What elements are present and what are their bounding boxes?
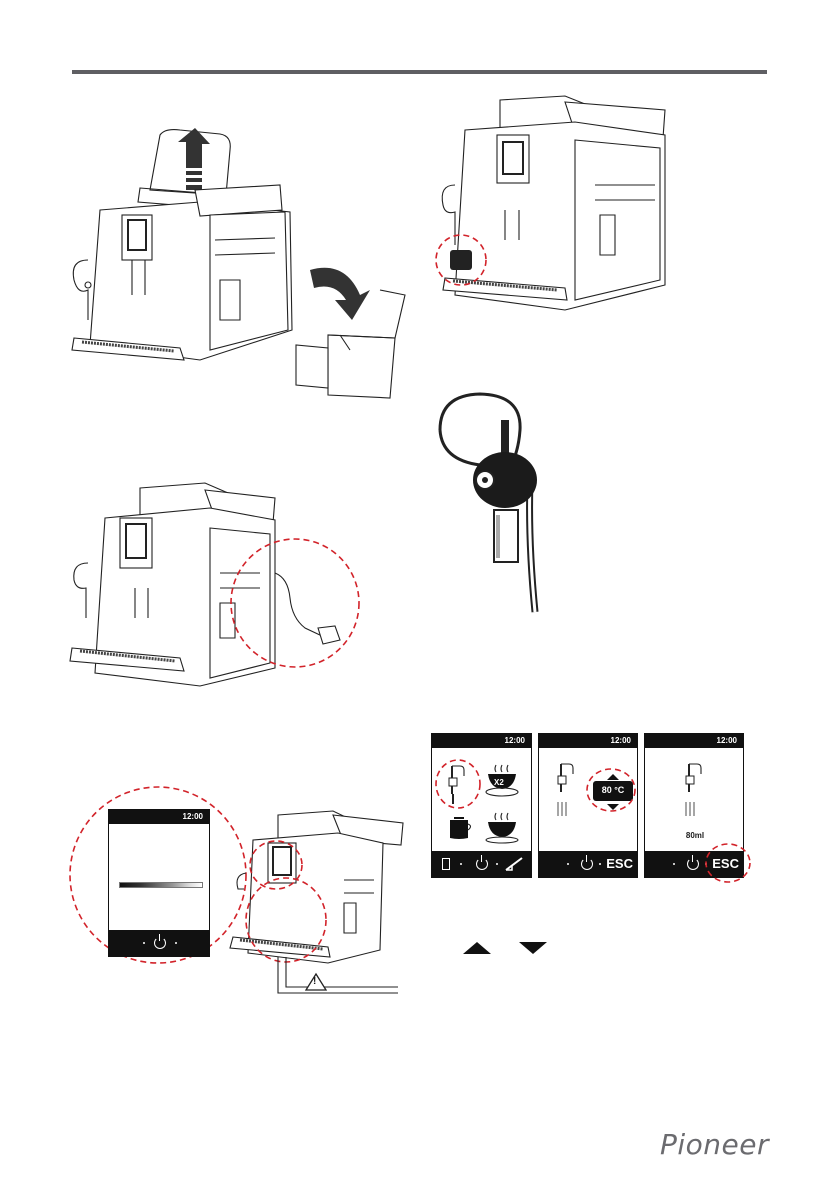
power-icon[interactable] xyxy=(476,858,488,870)
pot-icon[interactable] xyxy=(446,814,474,842)
power-icon[interactable] xyxy=(581,858,593,870)
milk-frother-icon xyxy=(683,762,707,818)
cup-icon xyxy=(450,250,472,270)
cup-icon[interactable] xyxy=(484,810,520,844)
display-bottom-bar xyxy=(109,930,209,956)
esc-button[interactable]: ESC xyxy=(606,856,633,871)
clock: 12:00 xyxy=(109,810,209,824)
triangle-up-icon xyxy=(462,941,492,955)
display-bottom-bar: ESC xyxy=(539,851,637,877)
machine-cup-illustration xyxy=(415,90,675,310)
machine-water-tank-illustration xyxy=(60,120,410,410)
display-bottom-bar xyxy=(432,851,531,877)
progress-bar xyxy=(119,882,203,888)
clock: 12:00 xyxy=(432,734,531,748)
power-icon[interactable] xyxy=(154,937,166,949)
frother-highlight xyxy=(433,758,483,810)
power-icon[interactable] xyxy=(687,858,699,870)
volume-value: 80ml xyxy=(645,831,744,840)
clean-icon[interactable] xyxy=(504,856,526,872)
machine-power-cable-illustration xyxy=(60,478,370,698)
x2-label: X2 xyxy=(494,778,504,787)
menu-icon[interactable] xyxy=(442,858,450,870)
warning-symbol: ! xyxy=(313,976,316,987)
clock: 12:00 xyxy=(539,734,637,748)
heating-display: 12:00 xyxy=(108,809,210,957)
clock: 12:00 xyxy=(645,734,743,748)
header-rule xyxy=(72,70,767,74)
esc-highlight xyxy=(704,842,752,884)
milk-frother-icon xyxy=(555,762,579,818)
brand-logo: Pioneer xyxy=(660,1128,769,1161)
milk-frother-icon xyxy=(430,390,570,620)
triangle-down-icon xyxy=(518,941,548,955)
arrow-down-curved-icon xyxy=(310,268,370,320)
temperature-highlight xyxy=(585,767,637,813)
